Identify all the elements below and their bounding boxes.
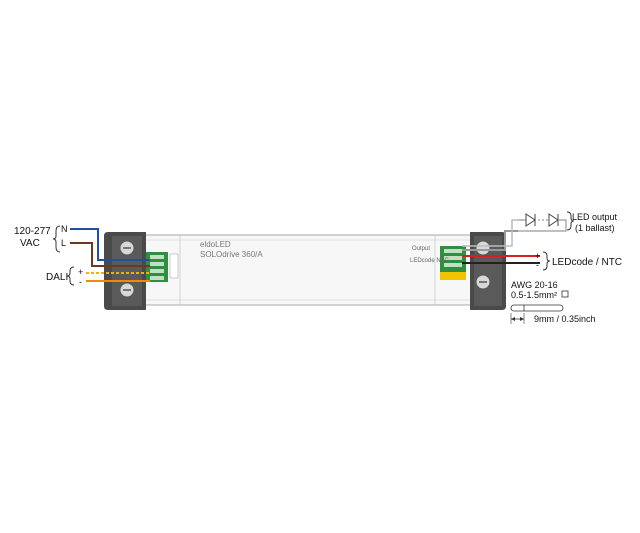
stripped-wire-icon (510, 304, 564, 312)
right-end-cap (470, 232, 506, 310)
neutral-wire (70, 228, 150, 261)
input-terminal-block (146, 252, 179, 282)
awg-label: AWG 20-16 (511, 280, 558, 290)
device-model: SOLOdrive 360/A (200, 250, 263, 259)
port-label-ledcode: LEDcode NTC (410, 258, 449, 264)
dali-label: DALI (46, 272, 68, 283)
output-minus-label: - (536, 260, 539, 270)
led-output-sub-label: (1 ballast) (575, 223, 615, 233)
output-plus-label: + (535, 251, 540, 261)
ledcode-label: LEDcode / NTC (552, 257, 622, 268)
checkbox-icon (561, 290, 569, 298)
led-output-brace (566, 211, 575, 231)
cross-section-label: 0.5-1.5mm² (511, 290, 557, 300)
input-brace (52, 225, 61, 253)
input-voltage-label: 120-277 (14, 226, 51, 237)
driver-body (139, 234, 476, 306)
dali-minus-label: - (79, 277, 82, 287)
led-return-wire (462, 219, 518, 247)
led-string-symbol (518, 213, 567, 232)
output-terminal-block (440, 246, 466, 280)
dali-brace (66, 266, 75, 286)
left-end-cap (104, 232, 146, 310)
device-brand: eldoLED (200, 240, 231, 249)
input-voltage-unit: VAC (20, 238, 40, 249)
wire-spec: AWG 20-16 0.5-1.5mm² 9mm / 0.35inch (510, 280, 596, 324)
led-output-label: LED output (572, 212, 618, 222)
port-label-output: Output (412, 246, 430, 252)
ledcode-brace (542, 251, 551, 271)
neutral-label: N (61, 224, 68, 234)
line-wire (70, 242, 150, 267)
line-label: L (61, 238, 66, 248)
strip-length-label: 9mm / 0.35inch (534, 314, 596, 324)
dali-plus-label: + (78, 267, 83, 277)
